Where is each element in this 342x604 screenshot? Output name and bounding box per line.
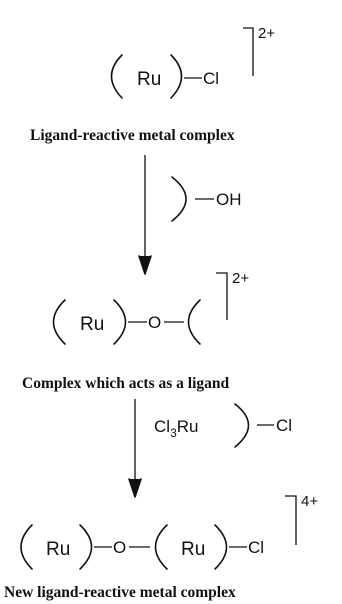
middle-complex: Ru O 2+ bbox=[52, 270, 249, 345]
reaction-arrow-2 bbox=[128, 399, 142, 498]
reagent-1: OH bbox=[171, 176, 242, 222]
bottom-cl-label: Cl bbox=[248, 538, 264, 557]
bottom-ru1-right-paren bbox=[79, 524, 93, 570]
middle-ligand-paren bbox=[187, 299, 201, 345]
bottom-ru2-right-paren bbox=[214, 524, 228, 570]
reagent-2-cl: Cl bbox=[276, 416, 292, 435]
bottom-charge-bracket bbox=[285, 495, 297, 545]
middle-ru-label: Ru bbox=[80, 314, 104, 335]
middle-charge: 2+ bbox=[232, 270, 249, 287]
reaction-arrow-1 bbox=[138, 155, 152, 275]
middle-ru-left-paren bbox=[52, 299, 66, 345]
reagent-2-paren bbox=[234, 403, 250, 448]
top-ru-label: Ru bbox=[137, 69, 161, 90]
top-cl-label: Cl bbox=[203, 69, 219, 88]
middle-o-label: O bbox=[148, 313, 161, 332]
reagent-1-oh: OH bbox=[216, 190, 242, 209]
bottom-ru2-label: Ru bbox=[181, 539, 205, 560]
top-caption: Ligand-reactive metal complex bbox=[30, 127, 235, 144]
reagent-1-paren bbox=[171, 176, 187, 222]
bottom-ru2-left-paren bbox=[154, 524, 168, 570]
top-ru-left-paren bbox=[110, 54, 123, 99]
reagent-2-formula: Cl3Ru bbox=[154, 417, 198, 440]
top-charge-bracket bbox=[243, 27, 254, 76]
bottom-complex: Ru O Ru Cl 4+ bbox=[20, 493, 318, 570]
bottom-charge: 4+ bbox=[301, 493, 318, 510]
top-complex: Ru Cl 2+ bbox=[110, 25, 275, 99]
bottom-caption: New ligand-reactive metal complex bbox=[4, 584, 236, 601]
bottom-o-label: O bbox=[113, 538, 126, 557]
middle-charge-bracket bbox=[216, 272, 228, 320]
top-charge: 2+ bbox=[258, 25, 275, 42]
bottom-ru1-label: Ru bbox=[46, 539, 70, 560]
reagent-2: Cl3Ru Cl bbox=[154, 403, 292, 448]
top-ru-right-paren bbox=[170, 54, 183, 99]
middle-caption: Complex which acts as a ligand bbox=[22, 375, 229, 392]
bottom-ru1-left-paren bbox=[20, 524, 33, 570]
middle-ru-right-paren bbox=[113, 299, 127, 345]
